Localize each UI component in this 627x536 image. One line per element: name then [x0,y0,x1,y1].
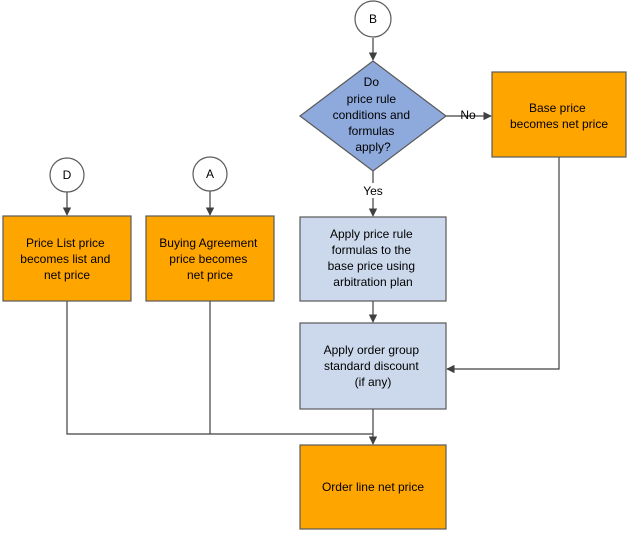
connector-d-circle [49,157,85,193]
box-base-price: Base price becomes net price [491,71,627,158]
price-list-line-3: net price [44,268,90,282]
price-list-line-2: becomes list and [20,252,110,266]
arrow-base-price-to-discount [446,157,560,374]
box-apply-discount: Apply order group standard discount (if … [299,322,447,410]
decision-price-rule: Do price rule conditions and formulas ap… [299,60,447,172]
box-order-line: Order line net price [299,444,447,530]
apply-formulas-line-4: arbitration plan [333,275,412,289]
connector-d: D [49,157,85,193]
box-price-list-label: Price List price becomes list and net pr… [20,236,113,282]
connector-d-label: D [63,168,72,182]
decision-line-5: apply? [355,140,391,154]
buying-agreement-line-3: net price [187,268,233,282]
connector-b-circle [354,0,392,38]
box-order-line-rect [299,444,447,530]
line-price-list-to-join [66,301,373,435]
price-list-line-1: Price List price [26,236,105,250]
box-order-line-label: Order line net price [322,480,424,494]
box-buying-agreement: Buying Agreement price becomes net price [145,215,275,302]
connector-b: B [354,0,392,38]
apply-discount-line-3: (if any) [355,375,392,389]
connector-a-circle [192,156,228,192]
box-buying-agreement-label: Buying Agreement price becomes net price [159,236,260,282]
box-apply-discount-label: Apply order group standard discount (if … [324,343,423,389]
apply-discount-line-1: Apply order group [324,343,420,357]
buying-agreement-line-2: price becomes [169,252,247,266]
box-apply-formulas-label: Apply price rule formulas to the base pr… [328,227,419,289]
apply-formulas-line-3: base price using [328,259,415,273]
box-price-list-rect [2,215,132,302]
connector-b-label: B [369,12,377,26]
decision-line-3: conditions and [333,108,410,122]
box-apply-formulas: Apply price rule formulas to the base pr… [299,216,447,302]
apply-formulas-line-2: formulas to the [332,243,412,257]
box-buying-agreement-rect [145,215,275,302]
yes-label: Yes [363,184,383,198]
decision-line-1: Do [364,75,380,89]
box-base-price-rect [491,71,627,158]
decision-label: Do price rule conditions and formulas ap… [333,75,414,154]
apply-discount-line-2: standard discount [324,359,419,373]
base-price-line-2: becomes net price [510,117,608,131]
connector-lines [62,38,560,445]
buying-agreement-line-1: Buying Agreement [159,236,258,250]
box-apply-formulas-rect [299,216,447,302]
box-base-price-label: Base price becomes net price [510,101,608,131]
decision-diamond [299,60,447,172]
box-apply-discount-rect [299,322,447,410]
connector-a-label: A [206,167,214,181]
apply-formulas-line-1: Apply price rule [330,227,413,241]
decision-line-2: price rule [347,92,397,106]
box-price-list: Price List price becomes list and net pr… [2,215,132,302]
no-label: No [460,108,476,122]
decision-line-4: formulas [348,124,394,138]
base-price-line-1: Base price [529,101,586,115]
connector-a: A [192,156,228,192]
